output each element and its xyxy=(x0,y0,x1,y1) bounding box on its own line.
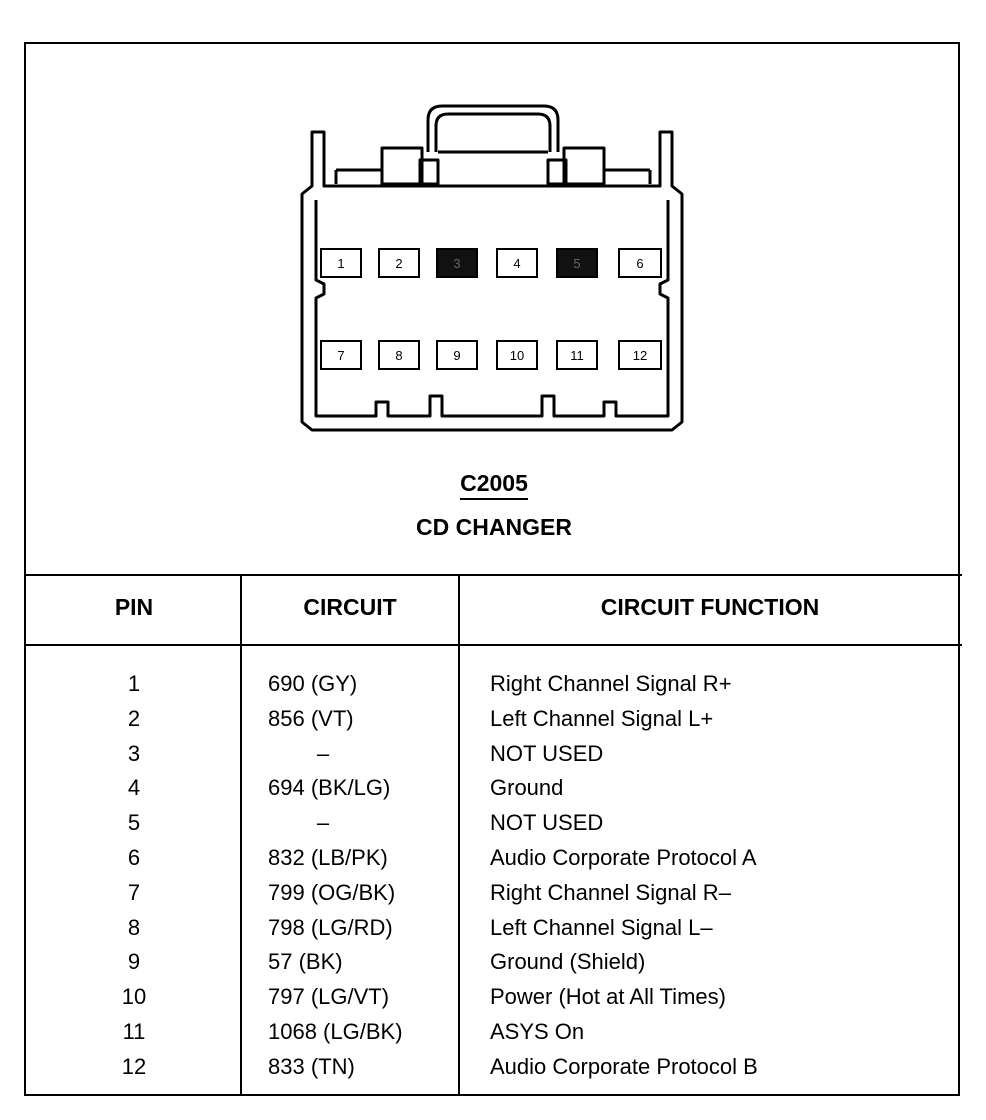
circuit-cell: 797 (LG/VT) xyxy=(268,984,390,1010)
pin-cell: 12 xyxy=(121,1053,147,1079)
pin-cell: 2 xyxy=(127,705,141,731)
connector-pin-label: 7 xyxy=(337,347,345,363)
table-row: 7 799 (OG/BK) Right Channel Signal R– xyxy=(26,875,962,910)
function-cell: Ground xyxy=(490,775,564,801)
connector-pin-label: 9 xyxy=(453,347,461,363)
circuit-cell: 799 (OG/BK) xyxy=(268,879,396,905)
column-divider xyxy=(458,574,460,1096)
connector-pin-label: 12 xyxy=(632,347,648,363)
connector-pin-label: 1 xyxy=(337,255,345,271)
connector-pin-label: 4 xyxy=(513,255,521,271)
connector-pin-label: 3 xyxy=(453,255,461,271)
circuit-cell: 856 (VT) xyxy=(268,705,354,731)
function-cell: Right Channel Signal R– xyxy=(490,879,731,905)
header-circuit: CIRCUIT xyxy=(303,594,397,620)
table-row: 3 – NOT USED xyxy=(26,736,962,771)
pin-cell: 10 xyxy=(121,984,147,1010)
connector-pin-3: 3 xyxy=(436,248,478,278)
connector-pin-4: 4 xyxy=(496,248,538,278)
connector-pin-10: 10 xyxy=(496,340,538,370)
table-row: 11 1068 (LG/BK) ASYS On xyxy=(26,1014,962,1049)
pin-cell: 4 xyxy=(127,775,141,801)
connector-pin-label: 11 xyxy=(570,347,584,363)
pin-cell: 7 xyxy=(127,879,141,905)
connector-pin-label: 6 xyxy=(636,255,644,271)
circuit-cell: 57 (BK) xyxy=(268,949,343,975)
circuit-cell: 694 (BK/LG) xyxy=(268,775,391,801)
table-row: 6 832 (LB/PK) Audio Corporate Protocol A xyxy=(26,840,962,875)
connector-pin-label: 5 xyxy=(573,255,581,271)
connector-pin-2: 2 xyxy=(378,248,420,278)
function-cell: Power (Hot at All Times) xyxy=(490,984,726,1010)
table-row: 8 798 (LG/RD) Left Channel Signal L– xyxy=(26,910,962,945)
function-cell: Left Channel Signal L+ xyxy=(490,705,714,731)
connector-pin-label: 2 xyxy=(395,255,403,271)
function-cell: Ground (Shield) xyxy=(490,949,646,975)
function-cell: NOT USED xyxy=(490,740,604,766)
table-row: 5 – NOT USED xyxy=(26,805,962,840)
pin-cell: 5 xyxy=(127,810,141,836)
pin-cell: 3 xyxy=(127,740,141,766)
connector-pin-6: 6 xyxy=(618,248,662,278)
connector-face-drawing xyxy=(300,104,684,432)
function-cell: ASYS On xyxy=(490,1019,585,1044)
pin-cell: 11 xyxy=(122,1019,146,1044)
connector-pin-5: 5 xyxy=(556,248,598,278)
connector-name: CD CHANGER xyxy=(416,514,572,540)
header-rule xyxy=(26,644,962,646)
connector-pin-1: 1 xyxy=(320,248,362,278)
header-circuit-function: CIRCUIT FUNCTION xyxy=(600,594,820,620)
connector-id: C2005 xyxy=(26,470,962,500)
table-row: 10 797 (LG/VT) Power (Hot at All Times) xyxy=(26,979,962,1014)
pinout-table: PIN CIRCUIT CIRCUIT FUNCTION 1 690 (GY) Ri… xyxy=(26,574,962,1098)
circuit-cell: 833 (TN) xyxy=(268,1053,355,1079)
connector-pin-12: 12 xyxy=(618,340,662,370)
connector-pin-label: 10 xyxy=(509,347,525,363)
connector-pin-8: 8 xyxy=(378,340,420,370)
circuit-cell: 690 (GY) xyxy=(268,671,358,696)
circuit-cell: – xyxy=(268,810,330,836)
table-top-rule xyxy=(26,574,962,576)
connector-pin-11: 11 xyxy=(556,340,598,370)
function-cell: Right Channel Signal R+ xyxy=(490,671,732,696)
table-row: 1 690 (GY) Right Channel Signal R+ xyxy=(26,666,962,701)
connector-pin-9: 9 xyxy=(436,340,478,370)
function-cell: Left Channel Signal L– xyxy=(490,914,713,940)
function-cell: NOT USED xyxy=(490,810,604,836)
header-pin: PIN xyxy=(114,594,154,620)
function-cell: Audio Corporate Protocol A xyxy=(490,845,757,870)
circuit-cell: 832 (LB/PK) xyxy=(268,845,388,870)
table-row: 9 57 (BK) Ground (Shield) xyxy=(26,944,962,979)
connector-pin-label: 8 xyxy=(395,347,403,363)
column-divider xyxy=(240,574,242,1096)
table-row: 2 856 (VT) Left Channel Signal L+ xyxy=(26,701,962,736)
circuit-cell: 1068 (LG/BK) xyxy=(268,1019,403,1044)
pin-cell: 8 xyxy=(127,914,141,940)
table-row: 4 694 (BK/LG) Ground xyxy=(26,770,962,805)
connector-pin-7: 7 xyxy=(320,340,362,370)
pin-cell: 9 xyxy=(127,949,141,975)
function-cell: Audio Corporate Protocol B xyxy=(490,1053,758,1079)
circuit-cell: – xyxy=(268,740,330,766)
pin-cell: 6 xyxy=(127,845,141,870)
table-row: 12 833 (TN) Audio Corporate Protocol B xyxy=(26,1049,962,1084)
pin-cell: 1 xyxy=(127,671,141,696)
circuit-cell: 798 (LG/RD) xyxy=(268,914,393,940)
